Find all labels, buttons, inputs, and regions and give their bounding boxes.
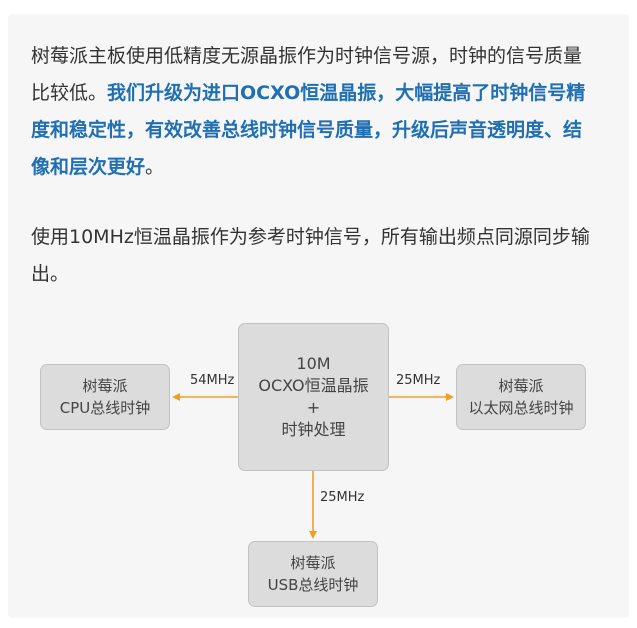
usb-box-subtitle: USB总线时钟 <box>267 576 359 594</box>
ocxo-center-box: 10M OCXO恒温晶振 + 时钟处理 <box>238 323 389 471</box>
intro-paragraph: 树莓派主板使用低精度无源晶振作为时钟信号源，时钟的信号质量比较低。我们升级为进口… <box>31 38 591 186</box>
intro-highlight-text: 我们升级为进口OCXO恒温晶振，大幅提高了时钟信号精度和稳定性，有效改善总线时钟… <box>31 82 586 178</box>
cpu-box-title: 树莓派 <box>82 377 128 395</box>
center-box-line3: + <box>306 398 321 417</box>
usb-frequency-label: 25MHz <box>320 490 365 505</box>
ethernet-clock-box: 树莓派 以太网总线时钟 <box>456 364 586 430</box>
ethernet-box-title: 树莓派 <box>498 377 544 395</box>
reference-text: 使用10MHz恒温晶振作为参考时钟信号，所有输出频点同源同步输出。 <box>31 226 590 285</box>
center-box-line2: OCXO恒温晶振 <box>258 376 369 395</box>
reference-paragraph: 使用10MHz恒温晶振作为参考时钟信号，所有输出频点同源同步输出。 <box>31 219 591 293</box>
center-box-line4: 时钟处理 <box>281 420 346 439</box>
intro-end-punct: 。 <box>145 156 165 178</box>
cpu-frequency-label: 54MHz <box>190 373 235 388</box>
cpu-box-subtitle: CPU总线时钟 <box>59 399 151 417</box>
ethernet-box-subtitle: 以太网总线时钟 <box>468 399 574 417</box>
cpu-clock-box: 树莓派 CPU总线时钟 <box>40 364 170 430</box>
content-card <box>8 14 629 618</box>
usb-clock-box: 树莓派 USB总线时钟 <box>248 541 378 607</box>
intro-plain-text: 树莓派主板使用低精度无源晶振作为时钟信号源，时钟的信号质量比较低。 <box>31 45 583 104</box>
usb-box-title: 树莓派 <box>290 554 336 572</box>
center-box-line1: 10M <box>296 354 331 373</box>
ethernet-frequency-label: 25MHz <box>396 373 441 388</box>
